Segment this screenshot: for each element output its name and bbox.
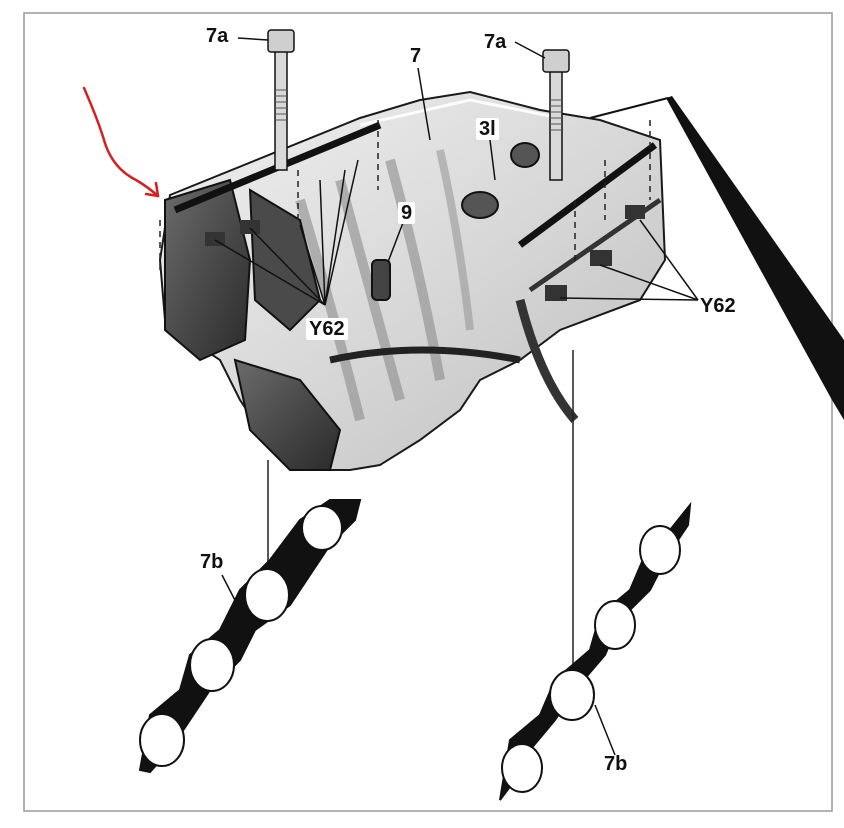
bolt-7a-left [267,29,295,171]
leader-lines [214,37,699,756]
label-injector-y62-right: Y62 [700,295,736,317]
intake-manifold [158,90,667,471]
label-manifold-7: 7 [410,45,422,67]
diagram-frame [23,12,833,812]
label-bolt-7a-left: 7a [206,25,229,47]
label-gasket-7b-left: 7b [200,551,224,573]
cutaway-wedge-line [589,97,669,119]
label-bolt-7a-right: 7a [484,31,507,53]
cutaway-wedge [666,96,844,420]
gasket-7b-right [499,501,692,801]
label-injector-y62-left: Y62 [306,318,348,340]
label-sensor-9: 9 [398,202,416,224]
red-pointer-arrow-icon [82,86,160,198]
gasket-7b-left [138,499,362,774]
bolt-7a-right [542,49,570,181]
label-sensor-3l: 3l [476,118,499,140]
label-gasket-7b-right: 7b [604,753,628,775]
